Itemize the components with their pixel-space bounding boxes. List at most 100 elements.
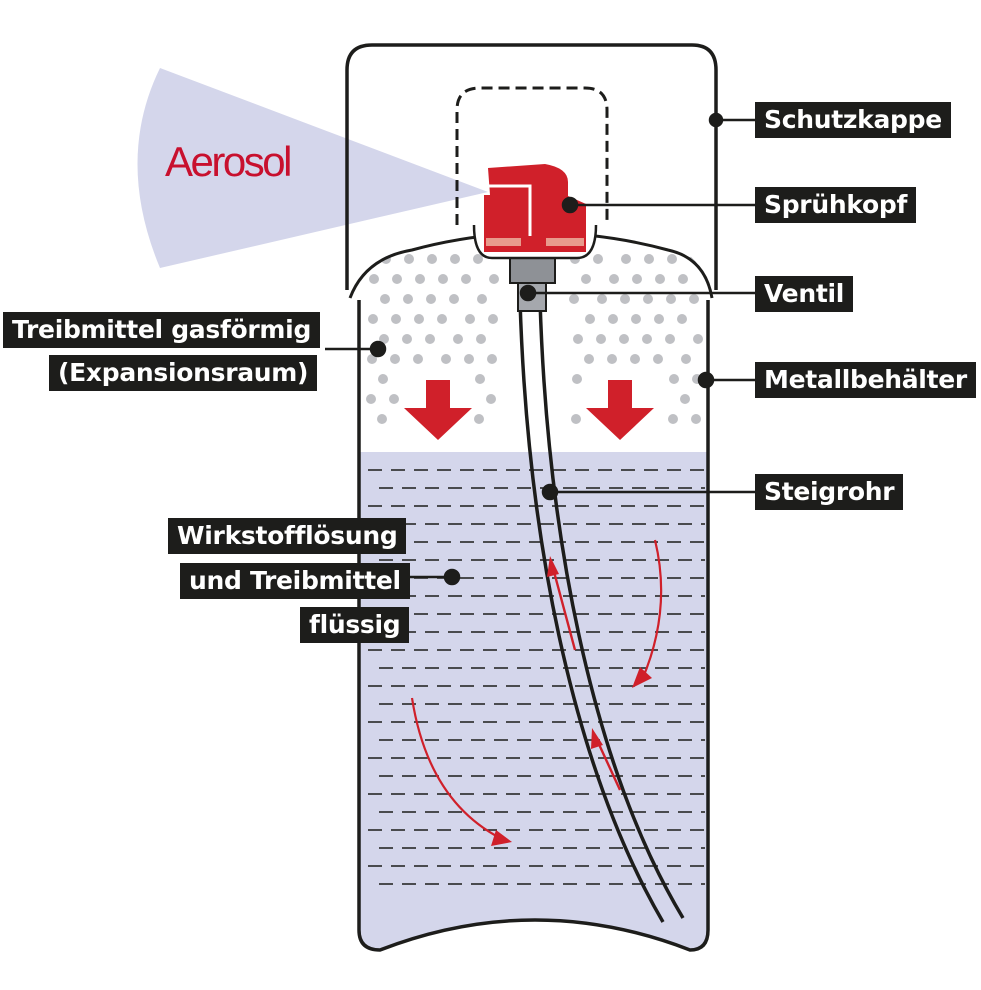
gas-bubble <box>593 254 603 264</box>
gas-bubble <box>427 254 437 264</box>
gas-bubble <box>681 354 691 364</box>
gas-bubble <box>390 354 400 364</box>
gas-bubble <box>572 374 582 384</box>
nozzle-channel <box>484 184 532 236</box>
gas-bubble <box>666 294 676 304</box>
spray-head-stripe-left <box>486 238 521 246</box>
gas-bubble <box>403 294 413 304</box>
gas-bubble <box>475 374 485 384</box>
label-ventil: Ventil <box>755 276 854 312</box>
dip-tube-outer-left <box>518 299 665 923</box>
gas-bubble <box>620 294 630 304</box>
gas-bubble <box>389 394 399 404</box>
gas-bubble <box>366 394 376 404</box>
gas-bubble <box>571 414 581 424</box>
gas-bubble <box>464 354 474 364</box>
liquid-lines <box>368 469 705 885</box>
gas-bubble <box>392 274 402 284</box>
gas-bubble <box>413 354 423 364</box>
flow-arrow-left <box>410 697 501 839</box>
gas-bubble <box>643 294 653 304</box>
tube-up-arrow-lower-head <box>591 728 603 749</box>
gas-bubble <box>415 274 425 284</box>
gas-bubble <box>426 294 436 304</box>
gas-bubble <box>380 294 390 304</box>
liquid-fill <box>359 452 708 950</box>
gas-bubble <box>607 354 617 364</box>
label-treibmittel-gas-line2: (Expansionsraum) <box>49 355 318 391</box>
gas-bubble <box>680 394 690 404</box>
gas-bubble <box>488 314 498 324</box>
valve-body <box>509 257 556 284</box>
gas-bubble <box>437 314 447 324</box>
gas-bubble <box>642 334 652 344</box>
gas-bubble <box>449 294 459 304</box>
gas-bubble <box>367 354 377 364</box>
gas-bubble <box>379 334 389 344</box>
gas-bubble <box>632 274 642 284</box>
flow-arrow-right <box>640 539 663 681</box>
gas-bubble <box>655 274 665 284</box>
gas-bubbles <box>366 254 703 424</box>
gas-bubble <box>391 314 401 324</box>
label-schutzkappe: Schutzkappe <box>755 102 951 138</box>
gas-bubble <box>450 254 460 264</box>
tube-up-arrow-lower <box>595 739 622 791</box>
gas-bubble <box>597 294 607 304</box>
tube-up-arrow-upper <box>551 567 577 651</box>
label-treibmittel-gas-line1: Treibmittel gasförmig <box>3 312 321 348</box>
tube-up-arrow-upper-head <box>547 556 559 577</box>
gas-bubble <box>669 374 679 384</box>
gas-bubble <box>377 414 387 424</box>
label-steigrohr: Steigrohr <box>755 474 904 510</box>
gas-bubble <box>585 314 595 324</box>
gas-bubble <box>438 274 448 284</box>
gas-bubble <box>691 414 701 424</box>
gas-bubble <box>473 254 483 264</box>
dip-tube-outer-right <box>538 299 685 919</box>
gas-bubble <box>596 334 606 344</box>
gas-bubble <box>584 354 594 364</box>
label-wirkstoff-line2: und Treibmittel <box>180 563 410 599</box>
nozzle-cover-dashed <box>455 86 609 225</box>
gas-bubble <box>608 314 618 324</box>
label-spruehkopf: Sprühkopf <box>755 187 917 223</box>
aerosol-spray-cone <box>137 68 488 268</box>
gas-bubble <box>677 314 687 324</box>
gas-bubble <box>678 274 688 284</box>
gas-bubble <box>693 334 703 344</box>
label-metallbehaelter: Metallbehälter <box>755 362 976 398</box>
gas-bubble <box>621 254 631 264</box>
gas-bubble <box>402 334 412 344</box>
leader-lines <box>325 112 755 586</box>
gas-bubble <box>425 334 435 344</box>
gas-bubble <box>486 394 496 404</box>
metal-container-outline <box>357 300 710 952</box>
gas-bubble <box>378 374 388 384</box>
gas-bubble <box>441 354 451 364</box>
gas-bubble <box>619 334 629 344</box>
gas-bubble <box>369 274 379 284</box>
gas-bubble <box>474 414 484 424</box>
gas-bubble <box>414 314 424 324</box>
gas-bubble <box>573 334 583 344</box>
down-arrow-left <box>404 380 472 440</box>
label-wirkstoff-line3: flüssig <box>300 607 410 643</box>
label-wirkstoff-line1: Wirkstofflösung <box>168 518 407 554</box>
gas-bubble <box>465 314 475 324</box>
gas-bubble <box>654 314 664 324</box>
gas-bubble <box>487 354 497 364</box>
gas-bubble <box>665 334 675 344</box>
gas-bubble <box>631 314 641 324</box>
aerosol-label: Aerosol <box>165 138 292 185</box>
gas-bubble <box>581 274 591 284</box>
gas-bubble <box>368 314 378 324</box>
protective-cap-outline <box>345 43 718 290</box>
gas-bubble <box>644 254 654 264</box>
flow-arrow-left-head <box>491 830 512 846</box>
gas-bubble <box>489 274 499 284</box>
gas-bubble <box>453 334 463 344</box>
gas-bubble <box>609 274 619 284</box>
